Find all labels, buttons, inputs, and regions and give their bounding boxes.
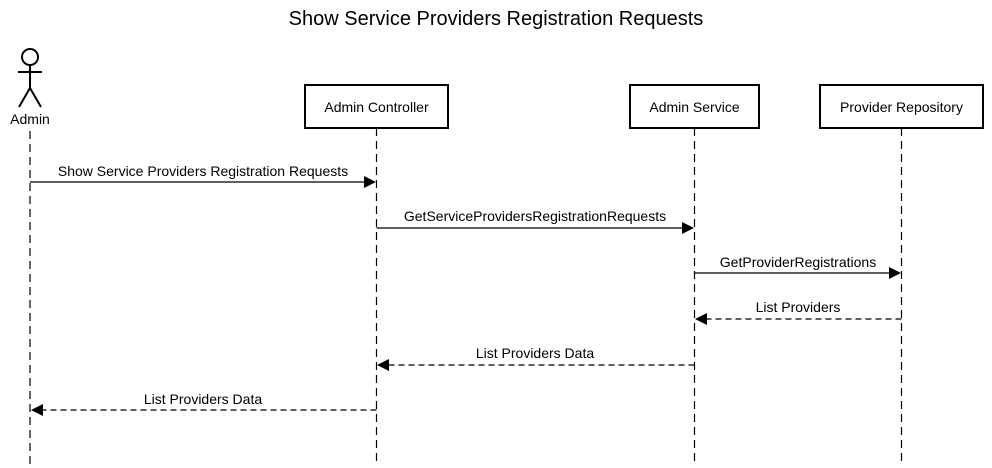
participant-label: Admin Service: [649, 99, 739, 115]
participant-box: [629, 84, 760, 129]
message-label: List Providers: [756, 299, 841, 315]
arrow-right-icon: [682, 222, 694, 234]
participant-label: Provider Repository: [840, 99, 963, 115]
actor-label: Admin: [10, 111, 50, 127]
participant-provider-repository: Provider Repository: [819, 84, 984, 129]
arrow-left-icon: [377, 359, 389, 371]
arrow-left-icon: [695, 313, 707, 325]
message-label: GetProviderRegistrations: [720, 254, 876, 270]
message-label: List Providers Data: [144, 391, 262, 407]
stick-figure-icon: [18, 48, 42, 108]
message-label: Show Service Providers Registration Requ…: [58, 163, 348, 179]
arrow-right-icon: [889, 267, 901, 279]
message-get-registration-requests: GetServiceProvidersRegistrationRequests: [376, 208, 694, 234]
message-list-providers-data-1: List Providers Data: [377, 345, 695, 371]
participant-admin-controller: Admin Controller: [304, 84, 449, 129]
participant-label: Admin Controller: [324, 99, 429, 115]
diagram-title: Show Service Providers Registration Requ…: [289, 8, 704, 30]
message-get-provider-registrations: GetProviderRegistrations: [694, 254, 901, 279]
actor-admin: Admin: [10, 48, 50, 127]
message-show-requests: Show Service Providers Registration Requ…: [30, 163, 376, 188]
message-list-providers: List Providers: [695, 299, 902, 325]
message-label: GetServiceProvidersRegistrationRequests: [404, 208, 666, 224]
participant-box: [304, 84, 449, 129]
participant-admin-service: Admin Service: [629, 84, 760, 129]
arrow-right-icon: [364, 176, 376, 188]
message-label: List Providers Data: [476, 345, 594, 361]
participant-box: [819, 84, 984, 129]
message-list-providers-data-2: List Providers Data: [31, 391, 377, 416]
arrow-left-icon: [31, 404, 43, 416]
